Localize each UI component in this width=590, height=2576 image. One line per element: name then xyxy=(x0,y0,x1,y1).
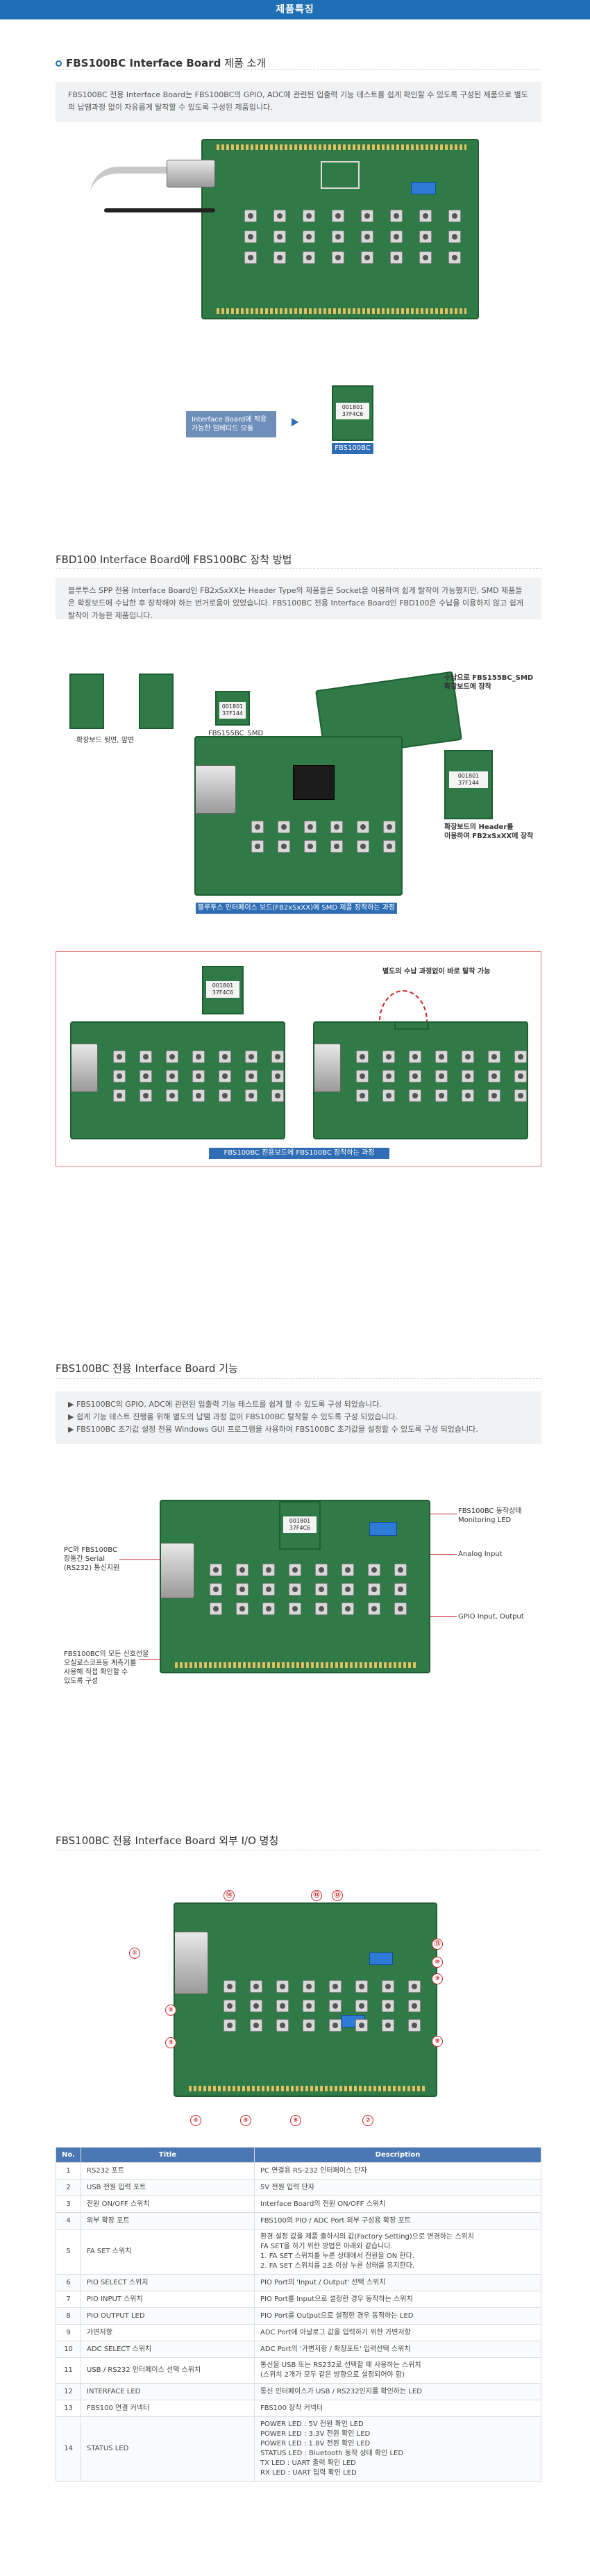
section1-description: FBS100BC 전용 Interface Board는 FBS100BC의 G… xyxy=(56,82,541,122)
section2-description: 블루투스 SPP 전용 Interface Board인 FB2xSxXX는 H… xyxy=(56,578,541,620)
marker-12: ⑫ xyxy=(332,1890,343,1901)
fbs100bc-chip-left: 001801 37F4C6 xyxy=(202,966,244,1014)
arrow-icon xyxy=(292,418,298,426)
marker-14: ⑭ xyxy=(224,1890,235,1901)
expansion-board-back xyxy=(69,674,104,729)
section1-title-bold: FBS100BC Interface Board xyxy=(66,57,221,69)
feature-bullet: ▶ FBS100BC의 GPIO, ADC에 관련된 입출력 기능 테스트를 쉽… xyxy=(68,1400,382,1409)
marker-5: ⑤ xyxy=(240,2115,251,2126)
section-divider xyxy=(56,69,541,70)
fbs100bc-board-right xyxy=(313,1021,528,1139)
interface-board-image xyxy=(201,139,479,319)
section1-title: FBS100BC Interface Board 제품 소개 xyxy=(56,56,266,70)
marker-1: ① xyxy=(129,1948,140,1959)
callout-signal: FBS100BC의 모든 신호선을 오실로스코프등 계측기를 사용해 직접 확인… xyxy=(64,1650,149,1685)
section4-title: FBS100BC 전용 Interface Board 외부 I/O 명칭 xyxy=(56,1834,279,1847)
col-title: Title xyxy=(81,2147,255,2163)
callout-line xyxy=(430,1616,457,1617)
db9-connector xyxy=(167,160,215,187)
col-description: Description xyxy=(254,2147,541,2163)
caption-smd-process: 블루투스 인터페이스 보드(FB2xSxXX)에 SMD 제품 장착하는 과정 xyxy=(196,903,397,914)
feature-bullet: ▶ FBS100BC 초기값 설정 전용 Windows GUI 프로그램을 사… xyxy=(68,1425,478,1434)
callout-line xyxy=(430,1554,457,1555)
callout-serial: PC와 FBS100BC 장통간 Serial (RS232) 통신지원 xyxy=(64,1546,120,1572)
fbs100bc-module: 001801 37F4C6 xyxy=(332,385,373,441)
module-callout: Interface Board에 적용 가능한 임베디드 모듈 xyxy=(186,411,276,437)
marker-7: ⑦ xyxy=(362,2115,373,2126)
section3-bullets: ▶ FBS100BC의 GPIO, ADC에 관련된 입출력 기능 테스트를 쉽… xyxy=(56,1391,541,1444)
direct-mount-frame: 001801 37F4C6 별도의 수납 과정없이 바로 탈착 가능 FBS10… xyxy=(56,951,541,1166)
label-mount: 수납으로 FBS155BC_SMD 확장보드에 장착 xyxy=(444,674,534,691)
function-board: 001801 37F4C6 xyxy=(160,1500,430,1673)
table-header-row: No. Title Description xyxy=(56,2147,541,2163)
label-backside: 확장보드 뒷면, 앞면 xyxy=(76,737,135,744)
marker-11: ⑪ xyxy=(432,1939,443,1950)
section3-title: FBS100BC 전용 Interface Board 기능 xyxy=(56,1362,238,1375)
callout-analog: Analog Input xyxy=(458,1550,503,1558)
marker-10: ⑩ xyxy=(432,1957,443,1968)
serial-cable xyxy=(90,167,215,215)
fb2x-board xyxy=(194,736,403,896)
note-direct-mount: 별도의 수납 과정없이 바로 탈착 가능 xyxy=(382,968,491,976)
marker-13: ⑬ xyxy=(311,1890,322,1901)
caption-direct-process: FBS100BC 전용보드에 FBS100BC 장착하는 과정 xyxy=(209,1148,389,1159)
io-board xyxy=(174,1902,437,2097)
marker-8: ⑧ xyxy=(432,2036,443,2047)
section2-title: FBD100 Interface Board에 FBS100BC 장착 방법 xyxy=(56,553,292,566)
section-divider xyxy=(56,568,541,569)
label-header: 확장보드의 Header를 이용하여 FB2xSxXX에 장착 xyxy=(444,823,534,840)
marker-6: ⑥ xyxy=(290,2115,301,2126)
callout-gpio: GPIO Input, Output xyxy=(458,1613,524,1621)
col-no: No. xyxy=(56,2147,81,2163)
fbs100bc-board-left xyxy=(70,1021,285,1139)
usb-cable xyxy=(104,208,215,212)
header-module: 001801 37F144 xyxy=(444,750,493,819)
callout-line xyxy=(139,1659,161,1660)
feature-bullet: ▶ 쉽게 기능 테스트 진행을 위해 별도의 납땜 과정 없이 FBS100BC… xyxy=(68,1412,398,1421)
section1-title-rest: 제품 소개 xyxy=(221,57,267,69)
callout-line xyxy=(119,1559,161,1560)
section-divider xyxy=(56,1378,541,1379)
label-smd: FBS155BC_SMD xyxy=(208,730,264,737)
section-bullet-icon xyxy=(56,60,62,67)
marker-2: ② xyxy=(165,2005,176,2016)
expansion-board-front xyxy=(139,674,174,729)
module-label: FBS100BC xyxy=(332,443,373,454)
marker-4: ④ xyxy=(190,2115,201,2126)
callout-monitor-led: FBS100BC 동작상태 Monitoring LED xyxy=(458,1507,522,1524)
marker-3: ③ xyxy=(165,2037,176,2048)
page-header: 제품특징 xyxy=(0,0,590,19)
marker-9: ⑨ xyxy=(432,1973,443,1984)
smd-module: 001801 37F144 xyxy=(215,691,250,726)
